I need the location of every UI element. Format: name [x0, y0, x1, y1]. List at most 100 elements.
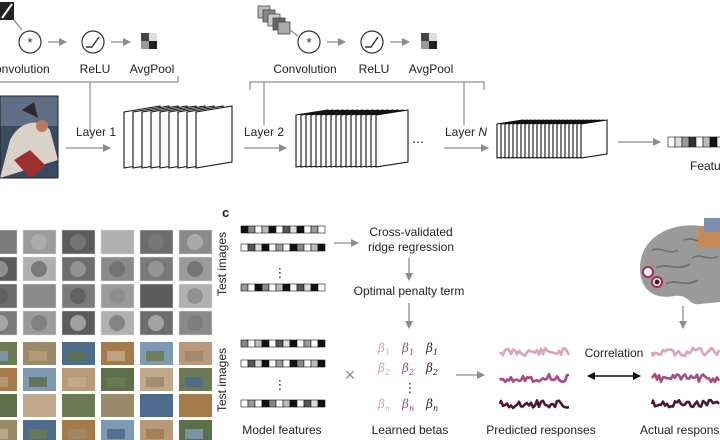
- op-label-relu-left: ReLU: [80, 62, 111, 76]
- response-trace: [498, 372, 570, 384]
- feature-code-rows-top: [240, 225, 326, 292]
- grayscale-thumbnail-object: [0, 288, 8, 304]
- test-images-label-bottom: Test images: [215, 348, 229, 412]
- color-thumbnail-object: [107, 403, 125, 413]
- grayscale-thumbnail-object: [31, 288, 47, 304]
- color-thumbnail-object: [0, 351, 8, 361]
- actual-response-traces: [650, 346, 720, 409]
- feature-vector-cell: [688, 136, 697, 148]
- feature-map-sheet: [195, 105, 233, 169]
- color-thumbnail-object: [0, 377, 8, 387]
- feature-map-stack-layer-1: [123, 105, 233, 169]
- predicted-responses-label: Predicted responses: [486, 423, 595, 437]
- relu-symbol-right: [360, 30, 384, 54]
- feature-code-cell: [275, 283, 284, 292]
- feature-code-cell: [317, 225, 326, 234]
- filter-stack-right: [257, 5, 299, 37]
- relu-symbol-left: [81, 30, 105, 54]
- feature-code-cell: [310, 339, 319, 348]
- feature-code-cell: [310, 243, 319, 252]
- response-trace: [499, 347, 571, 357]
- feature-code-cell: [303, 339, 312, 348]
- feature-code-cell: [317, 359, 326, 368]
- grayscale-thumbnail-object: [109, 261, 125, 277]
- test-images-label-top: Test images: [215, 232, 229, 296]
- color-thumbnail-object: [68, 377, 86, 387]
- grayscale-thumbnail-object: [0, 234, 8, 250]
- color-thumbnail-object: [146, 429, 164, 439]
- feature-code-cell: [289, 243, 298, 252]
- response-trace: [650, 372, 720, 384]
- color-thumbnail-object: [185, 377, 203, 387]
- predicted-response-traces: [498, 347, 571, 410]
- vdots-bottom: ⋮: [274, 377, 287, 392]
- color-thumbnail-object: [29, 377, 47, 387]
- color-thumbnail-object: [29, 429, 47, 439]
- avgpool-symbol-right: [421, 33, 437, 49]
- feature-vector-cell: [702, 136, 711, 148]
- feature-code-cell: [296, 225, 305, 234]
- beta-vdots: ⋮: [404, 380, 417, 395]
- feature-map-sheet: [580, 119, 608, 159]
- color-thumbnail-object: [107, 429, 125, 439]
- beta-coefficient: βn: [401, 397, 414, 413]
- response-trace: [498, 399, 570, 410]
- beta-coefficient: β1: [425, 341, 438, 357]
- feature-code-cell: [296, 283, 305, 292]
- color-thumbnail-object: [146, 403, 164, 413]
- feature-code-cell: [289, 225, 298, 234]
- feature-code-cell: [254, 283, 263, 292]
- feature-map-stack-layer-n: [496, 119, 608, 159]
- feature-code-cell: [268, 359, 277, 368]
- feature-code-cell: [282, 225, 291, 234]
- feature-code-cell: [240, 283, 249, 292]
- model-features-label: Model features: [242, 423, 321, 437]
- feature-code-cell: [247, 225, 256, 234]
- feature-code-cell: [254, 399, 263, 408]
- feature-code-cell: [254, 225, 263, 234]
- grayscale-thumbnail-object: [148, 261, 164, 277]
- feature-code-cell: [240, 225, 249, 234]
- feature-map-sheet: [375, 109, 409, 168]
- feature-code-cell: [317, 283, 326, 292]
- feature-code-cell: [317, 399, 326, 408]
- beta-coefficient: β2: [425, 361, 438, 377]
- feature-code-cell: [282, 283, 291, 292]
- beta-coefficient: βn: [377, 397, 390, 413]
- grayscale-thumbnail-object: [187, 315, 203, 331]
- color-thumbnail-object: [0, 403, 8, 413]
- feature-code-cell: [317, 339, 326, 348]
- feature-code-cell: [310, 225, 319, 234]
- feature-code-cell: [282, 399, 291, 408]
- grayscale-thumbnail-object: [109, 288, 125, 304]
- feature-code-rows-bottom: [240, 339, 326, 408]
- feature-code-cell: [310, 399, 319, 408]
- beta-coefficient: β1: [401, 341, 414, 357]
- response-trace: [650, 398, 720, 409]
- multiply-sign: ×: [345, 365, 356, 385]
- actual-responses-label: Actual respons: [640, 423, 719, 437]
- vdots-top: ⋮: [274, 265, 287, 280]
- ridge-label-line1: Cross-validated: [369, 225, 452, 239]
- beta-coefficient: βn: [425, 397, 438, 413]
- grayscale-thumbnail-object: [70, 234, 86, 250]
- beta-coefficient: β2: [377, 361, 390, 377]
- grayscale-thumbnail-object: [70, 261, 86, 277]
- color-thumbnail-object: [185, 429, 203, 439]
- op-label-convolution-left: Convolution: [0, 62, 50, 76]
- feature-code-cell: [268, 339, 277, 348]
- feature-vector-cell: [716, 136, 720, 148]
- grayscale-thumbnail-object: [31, 234, 47, 250]
- grayscale-thumbnail-object: [148, 315, 164, 331]
- feature-vector: [667, 136, 720, 148]
- ridge-label-line2: ridge regression: [368, 240, 454, 254]
- feature-code-cell: [261, 359, 270, 368]
- feature-code-cell: [289, 399, 298, 408]
- feature-code-cell: [282, 339, 291, 348]
- svg-text:*: *: [306, 35, 311, 50]
- color-thumbnail-object: [185, 351, 203, 361]
- feature-code-cell: [268, 399, 277, 408]
- feature-code-cell: [261, 283, 270, 292]
- feature-code-cell: [282, 243, 291, 252]
- color-thumbnail-object: [146, 377, 164, 387]
